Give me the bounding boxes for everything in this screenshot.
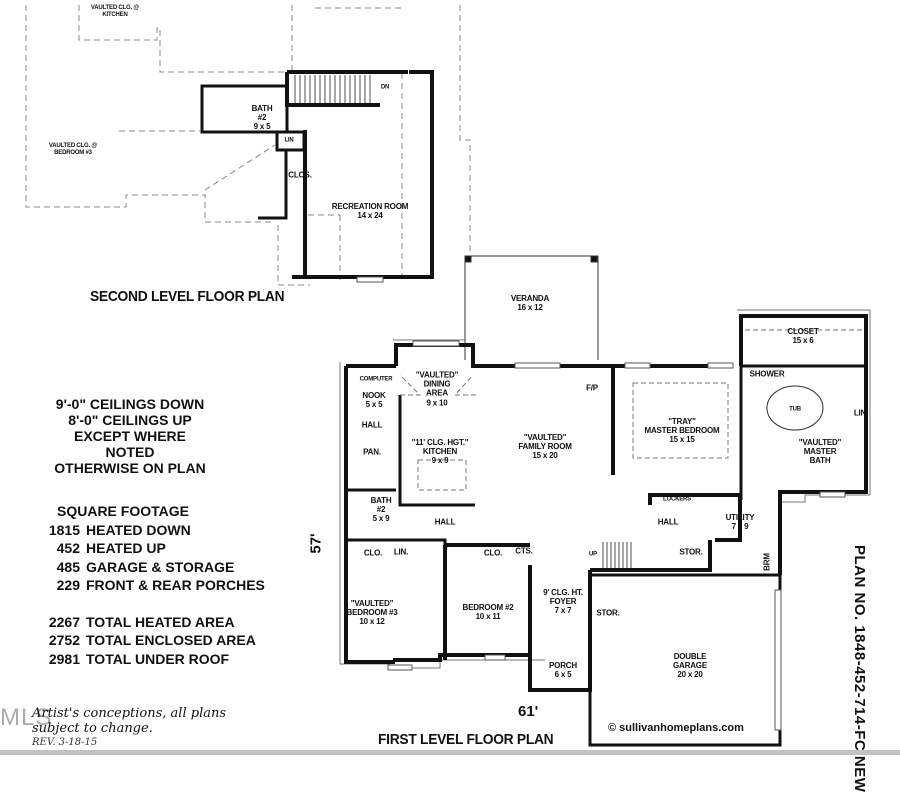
sqft-total-row: 2981 TOTAL UNDER ROOF [40, 650, 265, 669]
sqft-value: 2267 [48, 613, 80, 630]
disclaimer-line: subject to change. [32, 721, 153, 736]
room-label-closet-1: CLO. [363, 548, 383, 558]
room-label-vaulted-bedroom3: VAULTED CLG. @ BEDROOM #3 [48, 143, 98, 156]
room-label-recreation-room: RECREATION ROOM 14 x 24 [331, 201, 409, 220]
room-label-linen: LIN. [393, 547, 409, 557]
room-label-lin-upper: LIN [284, 137, 294, 144]
ceiling-note: OTHERWISE ON PLAN [54, 460, 206, 476]
sqft-label: HEATED DOWN [86, 521, 191, 538]
sqft-label: TOTAL ENCLOSED AREA [86, 632, 256, 648]
stair-down-label: DN [380, 84, 390, 91]
sqft-label: HEATED UP [86, 540, 166, 556]
sqft-label: FRONT & REAR PORCHES [86, 577, 265, 593]
ceiling-note: 8'-0" CEILINGS UP [68, 412, 192, 428]
veranda-outline [464, 255, 599, 360]
sqft-row: 485 GARAGE & STORAGE [40, 558, 265, 577]
stair-treads-lower [602, 542, 632, 568]
sqft-row: 452 HEATED UP [40, 539, 265, 558]
sqft-label: GARAGE & STORAGE [86, 558, 235, 575]
room-label-cts: CTS. [515, 546, 533, 556]
tub-fixture [766, 385, 824, 431]
depth-dimension: 57' [307, 533, 325, 554]
window [356, 276, 384, 283]
first-level-title: FIRST LEVEL FLOOR PLAN [378, 731, 554, 748]
stair-up-label: UP [589, 551, 597, 558]
ceiling-note: EXCEPT WHERE NOTED [73, 428, 186, 460]
room-label-veranda: VERANDA 16 x 12 [510, 293, 550, 312]
sqft-value: 452 [56, 540, 80, 556]
room-label-pantry: PAN. [363, 447, 381, 457]
room-label-hall-left: HALL [361, 420, 383, 430]
width-dimension: 61' [518, 703, 539, 720]
square-footage-table: SQUARE FOOTAGE 1815 HEATED DOWN 452 HEATED… [40, 502, 265, 668]
room-label-bath2-upper: BATH #2 9 x 5 [251, 104, 273, 132]
sqft-label: TOTAL UNDER ROOF [86, 650, 230, 667]
room-label-hall-mid: HALL [434, 517, 456, 527]
floor-plan-drawing [25, 5, 871, 747]
room-label-broom: BRM [762, 553, 772, 571]
sqft-value: 1815 [48, 521, 80, 538]
room-label-nook: NOOK 5 x 5 [362, 390, 386, 409]
second-level-dashed-outlines [25, 5, 471, 286]
windows [387, 340, 846, 731]
room-label-dining-area: "VAULTED" DINING AREA 9 x 10 [415, 370, 459, 408]
room-label-hall-right: HALL [657, 517, 679, 527]
room-label-storage-2: STOR. [596, 608, 620, 618]
sqft-row: 1815 HEATED DOWN [40, 521, 265, 540]
revision-date: REV. 3-18-15 [32, 737, 98, 748]
sqft-total-row: 2267 TOTAL HEATED AREA [40, 613, 265, 632]
room-label-bath2: BATH #2 5 x 9 [370, 496, 392, 524]
second-level-walls [200, 70, 434, 279]
ceiling-notes: 9'-0" CEILINGS DOWN 8'-0" CEILINGS UP EX… [50, 396, 210, 476]
room-label-computer: COMPUTER [359, 376, 393, 383]
disclaimer: Artist's conceptions, all plans subject … [32, 706, 226, 736]
room-label-bedroom3: "VAULTED" BEDROOM #3 10 x 12 [346, 599, 398, 627]
room-label-lin-master: LIN. [853, 408, 869, 418]
second-level-title: SECOND LEVEL FLOOR PLAN [90, 288, 285, 305]
sqft-total-row: 2752 TOTAL ENCLOSED AREA [40, 631, 265, 650]
watermark: MLS [0, 704, 53, 731]
disclaimer-line: Artist's conceptions, all plans [32, 706, 227, 721]
room-label-closet-2: CLO. [483, 548, 503, 558]
room-label-double-garage: DOUBLE GARAGE 20 x 20 [673, 652, 707, 680]
room-label-master-bedroom: "TRAY" MASTER BEDROOM 15 x 15 [644, 417, 720, 445]
sqft-value: 2752 [48, 632, 80, 648]
room-label-shower: SHOWER [749, 369, 785, 379]
room-label-vaulted-kitchen: VAULTED CLG. @ KITCHEN [90, 5, 140, 18]
room-label-closet: CLOSET 15 x 6 [787, 326, 819, 345]
bottom-border [0, 750, 900, 755]
first-level-dashed [399, 329, 865, 491]
room-label-kitchen: "11' CLG. HGT." KITCHEN 9 x 9 [411, 438, 469, 466]
first-level-walls [344, 314, 868, 747]
room-label-lockers: LOCKERS [663, 496, 691, 503]
room-label-tub: TUB [789, 406, 801, 413]
room-label-storage-1: STOR. [679, 547, 703, 557]
room-label-foyer: 9' CLG. HT. FOYER 7 x 7 [543, 588, 583, 616]
room-label-family-room: "VAULTED" FAMILY ROOM 15 x 20 [518, 433, 572, 461]
room-label-bedroom2: BEDROOM #2 10 x 11 [462, 602, 514, 621]
copyright: © sullivanhomeplans.com [608, 722, 744, 734]
ceiling-note: 9'-0" CEILINGS DOWN [55, 396, 205, 412]
sqft-value: 485 [56, 558, 80, 575]
room-label-utility: UTILITY 7 x 9 [725, 512, 755, 531]
sqft-row: 229 FRONT & REAR PORCHES [40, 576, 265, 595]
sqft-label: TOTAL HEATED AREA [86, 613, 235, 630]
room-label-master-bath: "VAULTED" MASTER BATH [798, 438, 842, 466]
room-label-porch: PORCH 6 x 5 [549, 660, 577, 679]
room-label-fireplace: F/P [586, 383, 598, 393]
sqft-value: 229 [56, 577, 80, 593]
square-footage-heading: SQUARE FOOTAGE [57, 503, 189, 519]
room-label-clos: CLOS. [288, 170, 312, 180]
stair-treads-upper [294, 75, 371, 103]
sqft-value: 2981 [48, 650, 80, 667]
